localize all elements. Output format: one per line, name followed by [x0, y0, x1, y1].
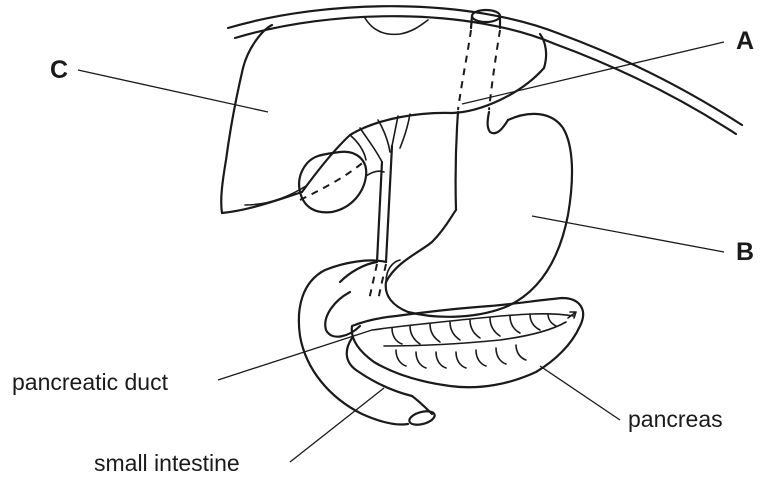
stomach: [386, 114, 572, 317]
pancreas: [352, 298, 583, 387]
leader-c: [78, 70, 268, 112]
leader-a: [462, 42, 724, 104]
oesophagus: [456, 10, 508, 210]
diaphragm: [228, 6, 742, 134]
small-intestine: [299, 260, 436, 427]
leader-lines: [78, 42, 724, 462]
leader-pancreatic-duct: [218, 330, 372, 380]
label-a: A: [736, 29, 754, 54]
label-small-intestine: small intestine: [94, 452, 240, 475]
label-c: C: [50, 58, 68, 83]
label-pancreas: pancreas: [628, 408, 723, 431]
label-pancreatic-duct: pancreatic duct: [12, 371, 168, 394]
leader-pancreas: [540, 366, 620, 420]
leader-b: [532, 216, 724, 252]
label-b: B: [736, 240, 754, 265]
